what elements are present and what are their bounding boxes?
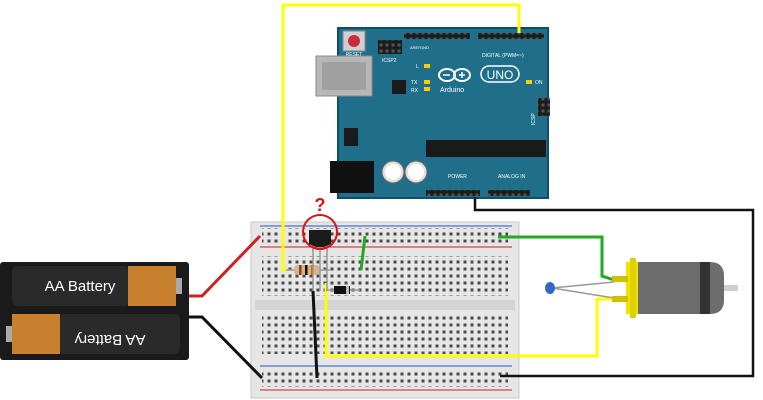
- led-tx: [424, 80, 430, 84]
- battery-top-label: AA Battery: [45, 278, 116, 295]
- question-mark: ?: [315, 195, 326, 215]
- led-on-label: ON: [535, 80, 543, 86]
- analog-header: [488, 190, 530, 196]
- battery-top: AA Battery: [12, 266, 182, 306]
- arduino-uno-board: RESET ICSP2 AREF GND DIGITAL (PWM=~) L T…: [315, 27, 550, 199]
- atmega-chip: [426, 140, 546, 157]
- led-tx-label: TX: [411, 80, 418, 86]
- highlight-circle: [302, 214, 338, 250]
- aref-label: AREF: [410, 45, 421, 50]
- power-rail-top: [262, 228, 508, 244]
- transistor: [309, 230, 331, 291]
- terminal-strip-bottom: [262, 314, 508, 354]
- uno-label: UNO: [487, 68, 514, 82]
- power-jack: [330, 161, 374, 193]
- digital-label: DIGITAL (PWM=~): [482, 53, 524, 59]
- battery-holder: AA Battery AA Battery: [0, 262, 189, 360]
- led-rx: [424, 87, 430, 91]
- icsp2-header: [378, 40, 402, 54]
- led-l-label: L: [416, 64, 419, 70]
- terminal-strip-top: [262, 256, 508, 296]
- power-header: [426, 190, 480, 196]
- diode: [326, 286, 360, 294]
- icsp-label: ICSP: [531, 113, 537, 125]
- power-rail-bottom: [262, 369, 508, 387]
- icsp-header: [538, 98, 550, 116]
- gnd-label: GND: [420, 45, 429, 50]
- led-l: [424, 64, 430, 68]
- wire-yellow-motor: [324, 283, 612, 358]
- wire-black-gnd: [473, 197, 755, 378]
- usb-chip: [392, 80, 406, 94]
- digital-header-left: [404, 33, 470, 39]
- led-on: [526, 80, 532, 84]
- reset-button: [348, 35, 360, 47]
- reset-label: RESET: [346, 52, 363, 58]
- analog-label: ANALOG IN: [498, 174, 526, 180]
- wire-red-battery: [189, 234, 262, 298]
- wire-black-ground-jumper: [311, 290, 319, 379]
- wire-green-jumper: [359, 235, 367, 271]
- wire-black-battery: [189, 315, 264, 380]
- voltage-regulator: [344, 128, 358, 146]
- ceramic-capacitor: [545, 281, 615, 299]
- capacitor-2: [404, 160, 428, 184]
- battery-bottom-label: AA Battery: [74, 331, 145, 348]
- digital-header-right: [478, 33, 544, 39]
- breadboard: [250, 221, 520, 399]
- led-rx-label: RX: [411, 88, 419, 94]
- arduino-logo-icon: [438, 68, 471, 82]
- wire-yellow-signal: [281, 3, 521, 272]
- power-label: POWER: [448, 174, 467, 180]
- battery-bottom: AA Battery: [6, 314, 180, 354]
- capacitor-1: [381, 160, 405, 184]
- icsp2-label: ICSP2: [382, 58, 397, 64]
- dc-motor: [612, 258, 738, 318]
- wire-green-motor: [498, 235, 615, 282]
- arduino-label: Arduino: [440, 87, 464, 94]
